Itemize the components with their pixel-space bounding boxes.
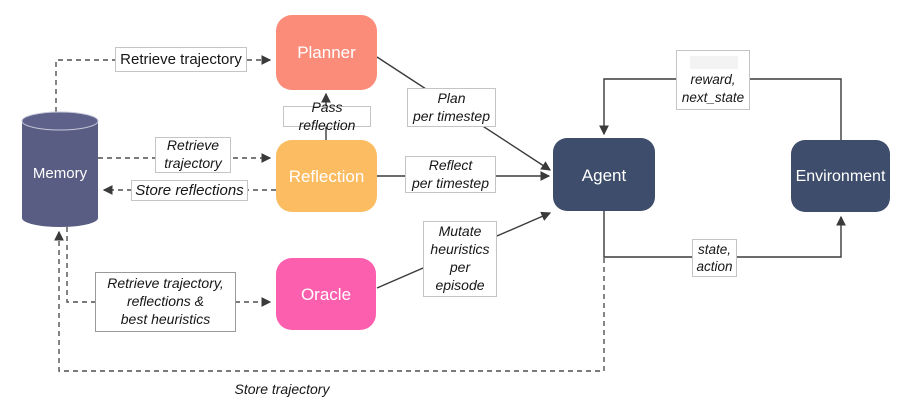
edge-store-trajectory-line <box>54 230 605 372</box>
edge-label-store-reflections: Store reflections <box>131 180 248 201</box>
memory-cylinder-lid <box>21 111 99 131</box>
edge-label-reflect-per-timestep: Reflect per timestep <box>405 156 496 193</box>
edge-label-retrieve-bundle: Retrieve trajectory, reflections & best … <box>95 272 236 332</box>
edge-label-reward-next-state: reward, next_state <box>676 50 750 110</box>
agent-label: Agent <box>582 166 627 185</box>
node-reflection: Reflection <box>276 140 377 212</box>
environment-label: Environment <box>796 168 886 185</box>
edge-label-pass-reflection: Pass reflection <box>283 99 371 133</box>
edge-label-mutate-heuristics: Mutate heuristics per episode <box>423 221 497 297</box>
oracle-label: Oracle <box>301 285 351 304</box>
environment-box <box>791 140 890 212</box>
edge-label-plan-per-timestep: Plan per timestep <box>407 88 496 127</box>
reflection-label: Reflection <box>289 167 365 186</box>
node-memory: Memory <box>21 111 99 227</box>
node-environment: Environment <box>791 140 890 212</box>
edge-label-reward-next-state-text: reward, next_state <box>681 72 745 105</box>
memory-label: Memory <box>33 165 88 182</box>
memory-cylinder-body <box>22 112 98 227</box>
reflection-box <box>276 140 377 212</box>
node-planner: Planner <box>276 15 377 90</box>
edge-label-retrieve-trajectory-mid: Retrieve trajectory <box>155 137 231 173</box>
planner-box <box>276 15 377 90</box>
edge-label-retrieve-trajectory-top: Retrieve trajectory <box>115 47 247 72</box>
edge-label-state-action: state, action <box>692 239 737 277</box>
planner-label: Planner <box>297 43 356 62</box>
edge-label-store-trajectory: Store trajectory <box>234 380 330 397</box>
node-oracle: Oracle <box>276 258 376 330</box>
node-agent: Agent <box>553 138 655 211</box>
oracle-box <box>276 258 376 330</box>
erased-text-artifact <box>690 56 738 69</box>
agent-box <box>553 138 655 211</box>
